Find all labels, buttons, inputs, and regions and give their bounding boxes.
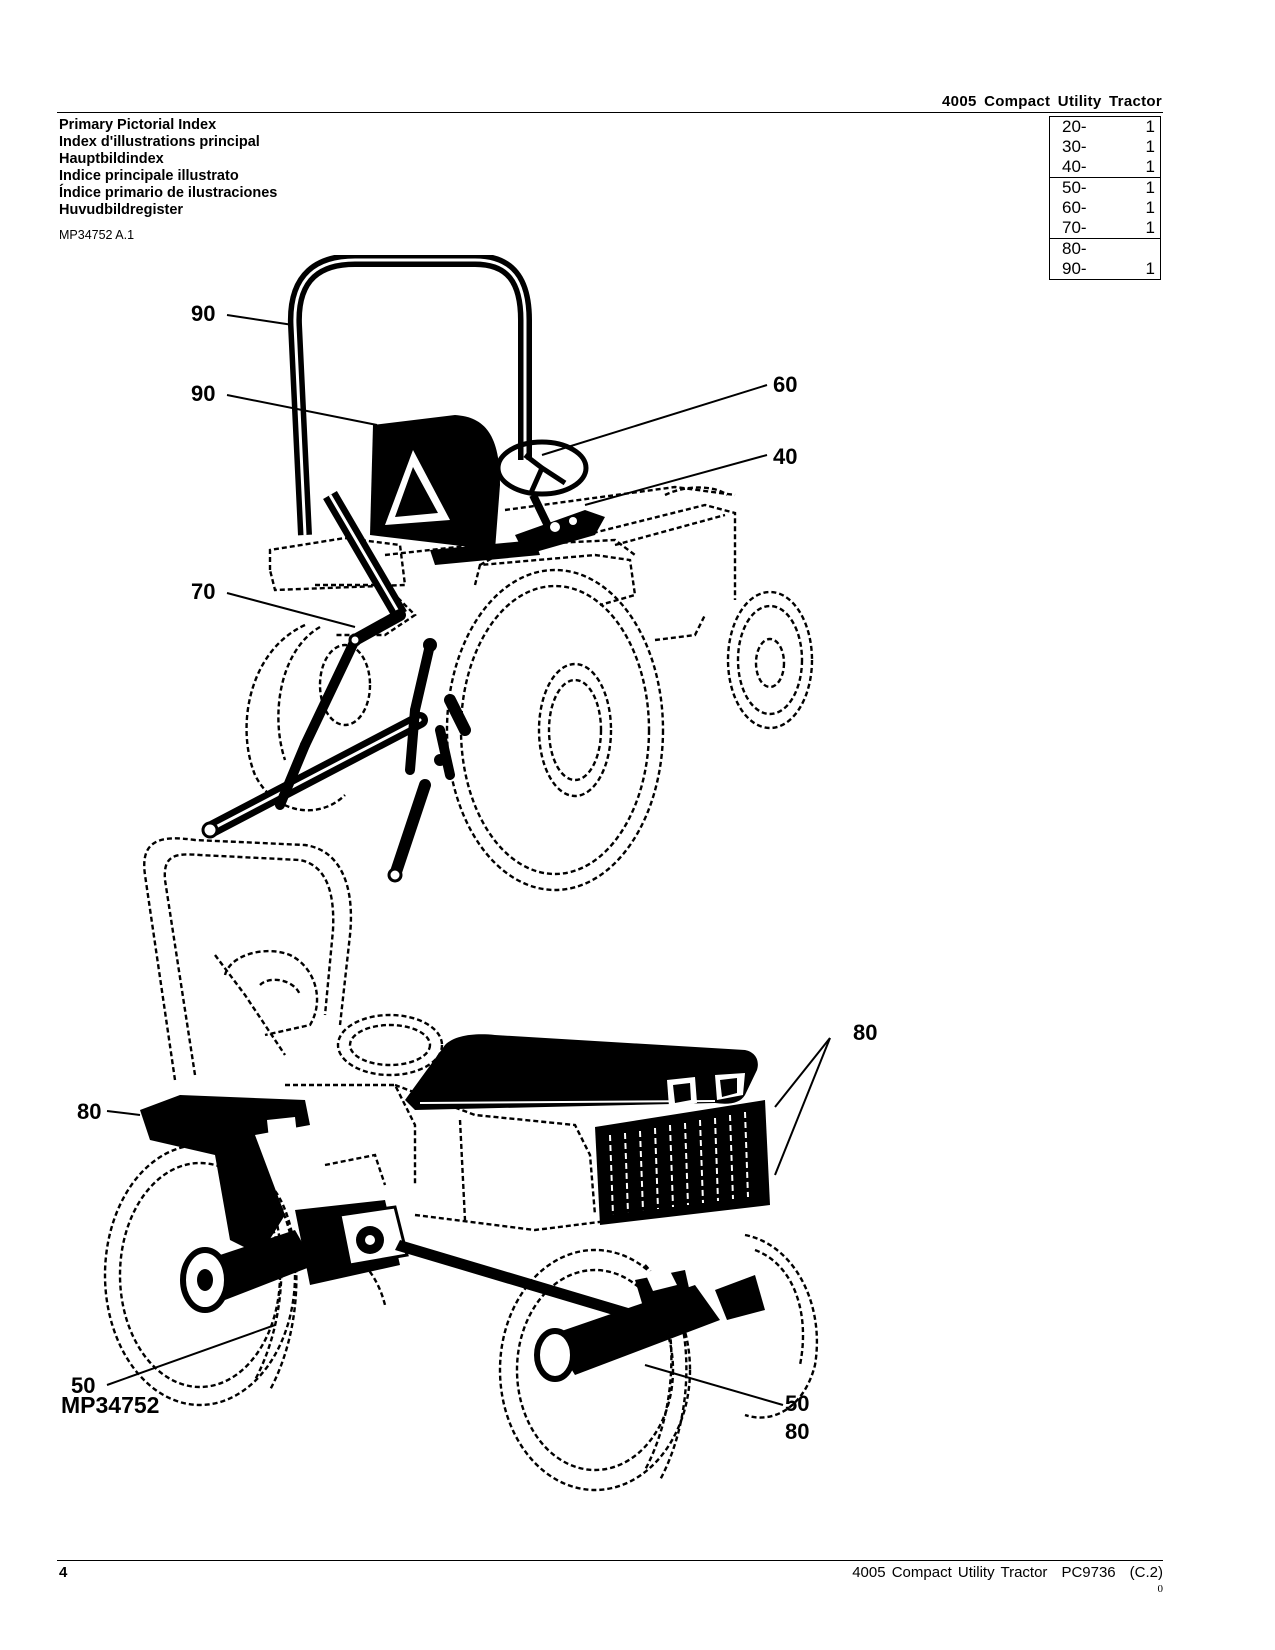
hood-assembly (405, 1034, 758, 1110)
footer-divider (57, 1560, 1163, 1561)
footer-doc-code: PC9736 (1061, 1564, 1116, 1581)
index-count: 1 (1145, 117, 1155, 136)
footer-mark: 0 (1157, 1583, 1164, 1595)
index-titles: Primary Pictorial Index Index d'illustra… (59, 117, 277, 219)
seat-with-smv-emblem (370, 415, 540, 565)
page-number: 4 (59, 1564, 68, 1581)
callout-90-seat: 90 (191, 381, 215, 406)
title-spanish: Índice primario de ilustraciones (59, 185, 278, 201)
footer-info: 4005 Compact Utility Tractor PC9736 (C.2) (852, 1564, 1163, 1581)
index-row: 70- 1 (1050, 218, 1161, 239)
index-row: 40- 1 (1050, 157, 1161, 178)
callout-70-hitch: 70 (191, 579, 215, 604)
index-section: 90- (1062, 259, 1087, 278)
rops-rollbar (287, 255, 532, 620)
callout-80-frame: 80 (77, 1099, 101, 1124)
index-count: 1 (1145, 259, 1155, 278)
index-section: 60- (1062, 198, 1087, 217)
index-count: 1 (1145, 198, 1155, 217)
image-label: MP34752 (61, 1392, 159, 1418)
index-row: 20- 1 (1050, 117, 1161, 138)
index-section: 80- (1049, 238, 1118, 259)
index-section: 70- (1062, 218, 1087, 237)
callout-50-rear-axle: 50 (71, 1373, 95, 1398)
section-index-table: 20-1 30-1 40-1 50-1 60-1 70-1 80- 90-1 (1049, 116, 1161, 280)
title-french: Index d'illustrations principal (59, 134, 260, 150)
callout-60-steering: 60 (773, 372, 797, 397)
index-row: 60- 1 (1050, 198, 1161, 218)
rear-axle (180, 1200, 409, 1313)
document-title: 4005 Compact Utility Tractor (942, 93, 1162, 110)
header-divider (57, 112, 1163, 113)
callout-80-hood: 80 (853, 1020, 877, 1045)
index-section: 40- (1062, 157, 1087, 176)
callout-80-front-axle: 80 (785, 1419, 809, 1444)
index-row: 90- 1 (1050, 259, 1161, 280)
index-row: 30- 1 (1050, 137, 1161, 157)
index-count: 1 (1145, 137, 1155, 156)
title-german: Hauptbildindex (59, 151, 164, 167)
index-section: 20- (1062, 117, 1087, 136)
index-row: 80- (1049, 238, 1161, 259)
footer-doc-title: 4005 Compact Utility Tractor (852, 1564, 1048, 1581)
index-count (1117, 238, 1161, 259)
tractor-exploded-illustration: 90 90 60 40 70 80 80 50 50 80 MP34752 (61, 255, 877, 1492)
index-count: 1 (1145, 157, 1155, 176)
index-section: 50- (1049, 177, 1118, 198)
index-row: 50-1 (1049, 177, 1161, 198)
footer-revision: (C.2) (1129, 1564, 1163, 1581)
front-axle-and-driveshaft (395, 1240, 765, 1382)
title-swedish: Huvudbildregister (59, 202, 184, 218)
dash-console (515, 510, 605, 555)
callout-40-console: 40 (773, 444, 797, 469)
three-point-hitch (201, 609, 471, 883)
index-section: 30- (1062, 137, 1087, 156)
callout-50-front-axle: 50 (785, 1391, 809, 1416)
lower-tractor-ghost (103, 837, 819, 1492)
title-english: Primary Pictorial Index (59, 117, 217, 133)
rear-frame-bracket (140, 1095, 310, 1255)
front-grille (595, 1100, 770, 1225)
callout-leaders (106, 314, 831, 1406)
index-count: 1 (1117, 177, 1161, 198)
index-count: 1 (1145, 218, 1155, 237)
figure-reference: MP34752 A.1 (59, 228, 135, 242)
title-italian: Indice principale illustrato (59, 168, 239, 184)
callout-90-rops: 90 (191, 301, 215, 326)
